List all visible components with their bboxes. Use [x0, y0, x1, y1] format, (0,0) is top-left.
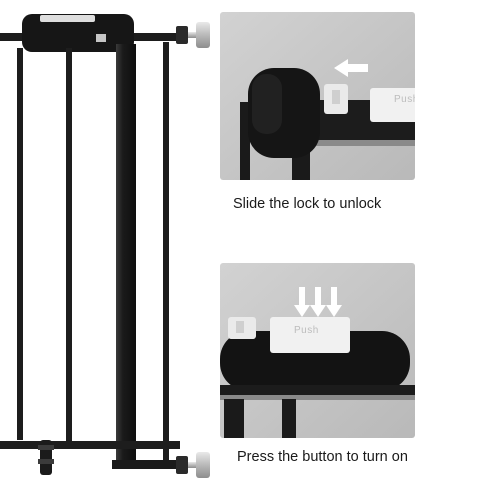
unlock-instruction-caption: Slide the lock to unlock — [233, 196, 382, 212]
gate-bottom-rail — [0, 441, 180, 449]
push-button-label: Push — [394, 94, 415, 105]
gate-post — [116, 44, 136, 466]
lock-instruction-caption: Press the button to turn on — [237, 449, 408, 465]
gate-hinge — [38, 445, 54, 450]
gate-latch-housing — [22, 14, 134, 52]
gate-bar — [163, 42, 169, 468]
push-button-icon — [370, 88, 415, 122]
push-button-label: Push — [294, 325, 319, 336]
lock-instruction-panel: Push — [220, 263, 415, 438]
unlock-instruction-panel: Push — [220, 12, 415, 180]
gate-base — [112, 460, 182, 469]
arrow-down-icon — [294, 287, 342, 317]
gate-latch-clip — [96, 34, 106, 42]
gate-latch-cover — [40, 15, 95, 22]
arrow-left-icon — [334, 59, 368, 77]
gate-pressure-pad — [196, 22, 210, 48]
gate-hinge — [38, 459, 54, 464]
push-button-icon — [270, 317, 350, 353]
gate-pressure-nut — [176, 456, 188, 474]
gate-bar — [66, 48, 72, 448]
gate-bar — [17, 48, 23, 440]
gate-pressure-rod — [188, 462, 196, 468]
gate-pressure-pad — [196, 452, 210, 478]
gate-pressure-rod — [188, 32, 196, 38]
gate-pressure-nut — [176, 26, 188, 44]
